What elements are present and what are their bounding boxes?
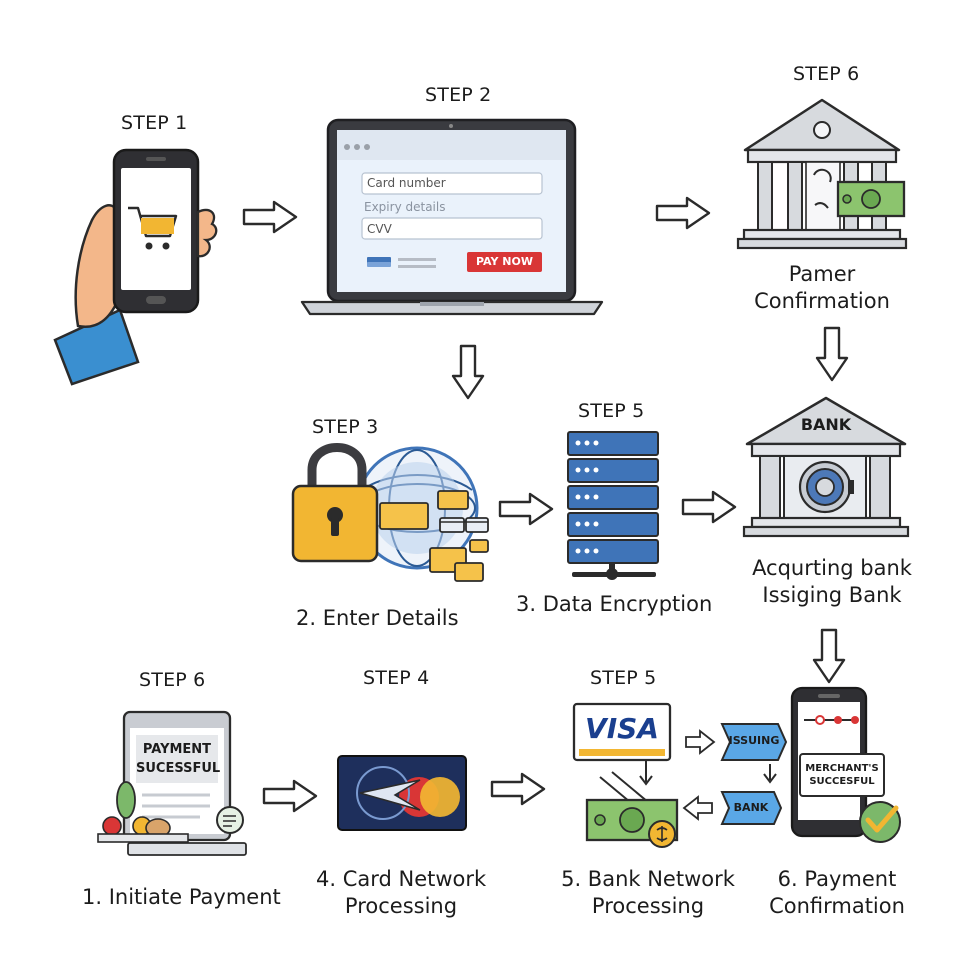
caption-acquiring-line2: Issiging Bank bbox=[762, 583, 902, 607]
caption-enter-details: 2. Enter Details bbox=[296, 606, 459, 630]
step-label-laptop: STEP 2 bbox=[425, 84, 492, 106]
merchant-line1: MERCHANT'S bbox=[805, 763, 879, 774]
caption-bank-network-line2: Processing bbox=[591, 894, 705, 918]
server-rack-illustration bbox=[567, 431, 659, 580]
caption-confirmation-line2: Confirmation bbox=[769, 894, 905, 918]
payment-receipt-illustration bbox=[97, 710, 247, 856]
arrow-step3-to-step5 bbox=[498, 492, 554, 526]
step-label-visa: STEP 5 bbox=[590, 667, 657, 689]
cvv-field: CVV bbox=[367, 222, 392, 236]
caption-card-network-line2: Processing bbox=[344, 894, 458, 918]
caption-top-bank: Pamer Confirmation bbox=[742, 261, 902, 315]
arrow-step2-down bbox=[451, 344, 485, 400]
caption-payment-confirmation: 6. Payment Confirmation bbox=[762, 866, 912, 920]
phone-in-hand-illustration bbox=[53, 148, 218, 386]
arrow-step5-to-bank bbox=[681, 490, 737, 524]
visa-bank-network-illustration bbox=[572, 702, 679, 848]
caption-top-bank-line1: Pamer bbox=[788, 262, 856, 286]
issuing-tag: ISSUING bbox=[728, 734, 780, 747]
caption-card-network-line1: 4. Card Network bbox=[316, 867, 487, 891]
step-label-phone: STEP 1 bbox=[121, 112, 188, 134]
step-label-card: STEP 4 bbox=[363, 667, 430, 689]
pay-now-button: PAY NOW bbox=[476, 255, 533, 268]
card-number-field: Card number bbox=[367, 176, 446, 190]
step-label-encrypt: STEP 3 bbox=[312, 416, 379, 438]
visa-logo-text: VISA bbox=[585, 712, 659, 745]
caption-bank-network-line1: 5. Bank Network bbox=[561, 867, 735, 891]
confirmation-phone-illustration bbox=[720, 686, 901, 843]
receipt-line2: SUCESSFUL bbox=[136, 761, 221, 776]
arrow-bank-down bbox=[812, 628, 846, 684]
bank-vault-illustration bbox=[742, 396, 910, 538]
step-label-bank-top: STEP 6 bbox=[793, 63, 860, 85]
bank-tag: BANK bbox=[733, 801, 769, 814]
step-label-server: STEP 5 bbox=[578, 400, 645, 422]
merchant-success-tag: MERCHANT'S SUCCESFUL bbox=[800, 762, 884, 788]
receipt-line1: PAYMENT bbox=[142, 742, 212, 757]
card-network-illustration bbox=[337, 755, 467, 831]
merchant-line2: SUCCESFUL bbox=[809, 776, 875, 787]
arrow-step2-to-step6 bbox=[655, 196, 711, 230]
laptop-illustration bbox=[300, 118, 604, 316]
arrow-receipt-to-card bbox=[262, 779, 318, 813]
caption-initiate-payment: 1. Initiate Payment bbox=[82, 885, 281, 909]
bank-pediment-label: BANK bbox=[800, 415, 852, 434]
caption-data-encryption: 3. Data Encryption bbox=[516, 592, 713, 616]
caption-top-bank-line2: Confirmation bbox=[754, 289, 890, 313]
arrow-step1-to-step2 bbox=[242, 200, 298, 234]
expiry-label: Expiry details bbox=[364, 200, 446, 214]
arrow-step6-down bbox=[815, 326, 849, 382]
caption-acquiring-line1: Acqurting bank bbox=[752, 556, 912, 580]
encryption-lock-globe-illustration bbox=[291, 443, 489, 582]
receipt-status-text: PAYMENT SUCESSFUL bbox=[136, 740, 221, 778]
caption-card-network: 4. Card Network Processing bbox=[316, 866, 486, 920]
caption-bank-network: 5. Bank Network Processing bbox=[560, 866, 736, 920]
caption-acquiring-bank: Acqurting bank Issiging Bank bbox=[747, 555, 917, 609]
caption-confirmation-line1: 6. Payment bbox=[777, 867, 897, 891]
arrow-card-to-visa bbox=[490, 772, 546, 806]
step-label-receipt: STEP 6 bbox=[139, 669, 206, 691]
bank-building-top-illustration bbox=[736, 98, 908, 250]
small-arrows-tags bbox=[682, 729, 716, 821]
